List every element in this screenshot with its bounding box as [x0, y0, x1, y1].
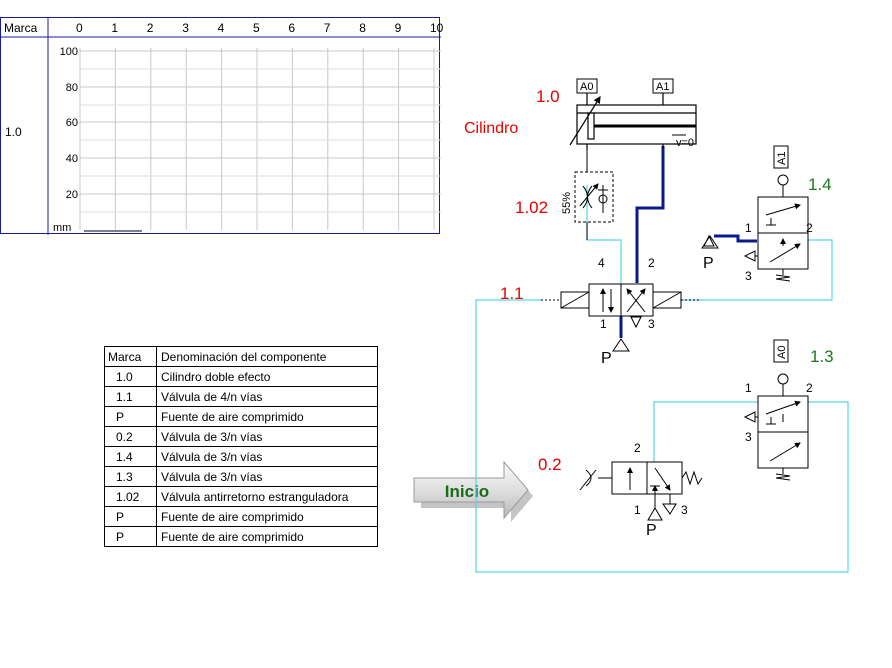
valve-02-port-3: 3	[681, 503, 688, 517]
component-name-cell: Fuente de aire comprimido	[156, 506, 378, 527]
column-header-mark: Marca	[104, 346, 157, 367]
x-tick-label: 10	[430, 21, 444, 35]
throttle-check-valve	[574, 150, 614, 240]
x-tick-label: 3	[182, 21, 189, 35]
component-name-cell: Válvula de 4/n vías	[156, 386, 378, 407]
roller-valve-1-4	[743, 174, 809, 282]
component-name-cell: Válvula de 3/n vías	[156, 466, 378, 487]
valve-14-port-3: 3	[745, 269, 752, 283]
start-button[interactable]: Inicio	[412, 460, 533, 524]
diagram-row-label: 1.0	[5, 125, 22, 139]
column-header-name: Denominación del componente	[156, 346, 378, 367]
valve-02-port-1: 1	[634, 503, 641, 517]
table-header-row: Marca Denominación del componente	[104, 346, 378, 367]
roller-valve-1-3	[743, 373, 809, 481]
start-button-label: Inicio	[444, 482, 490, 501]
sensor-a1-right: A1	[773, 145, 789, 169]
component-mark-cell: 1.3	[104, 466, 157, 487]
displacement-diagram: Marca 0 1 2 3 4 5 6 7 8 9 10 1.0 100 80 60 40 20 mm	[0, 17, 444, 235]
x-tick-label: 4	[218, 21, 225, 35]
pressure-label-main: P	[601, 350, 612, 367]
diagram-unit-label: mm	[53, 222, 71, 234]
component-mark-cell: P	[104, 506, 157, 527]
throttle-percent-label: 55%	[561, 192, 573, 214]
valve-13-port-1: 1	[745, 381, 752, 395]
valve-14-port-2: 2	[806, 221, 813, 235]
component-mark-cell: 0.2	[104, 426, 157, 447]
component-name-cell: Fuente de aire comprimido	[156, 406, 378, 427]
sensor-a1-top: A1	[652, 78, 674, 94]
cylinder-name-label: Cilindro	[464, 120, 518, 137]
valve-14-port-1: 1	[745, 221, 752, 235]
x-tick-label: 7	[324, 21, 331, 35]
diagram-grid: Marca 0 1 2 3 4 5 6 7 8 9 10 1.0 100 80 60 40 20 mm	[1, 18, 444, 235]
y-tick-label: 20	[66, 189, 78, 201]
component-mark-cell: 1.1	[104, 386, 157, 407]
velocity-label: v=0	[676, 137, 694, 149]
component-mark-cell: P	[104, 406, 157, 427]
x-tick-label: 6	[288, 21, 295, 35]
pressure-lines	[619, 146, 757, 338]
x-tick-label: 1	[111, 21, 118, 35]
diagram-header-label: Marca	[4, 21, 38, 35]
component-mark-cell: 1.0	[104, 366, 157, 387]
x-tick-label: 5	[253, 21, 260, 35]
valve-13-port-2: 2	[806, 381, 813, 395]
y-tick-label: 40	[66, 153, 78, 165]
valve-14-sensor-label: A1	[776, 152, 788, 165]
cylinder-id-label: 1.0	[536, 87, 560, 106]
sensor-a1-label: A1	[656, 81, 669, 93]
start-valve-0-2	[579, 461, 703, 521]
y-tick-label: 60	[66, 117, 78, 129]
sensor-a0-label: A0	[580, 81, 593, 93]
valve-13-port-3: 3	[745, 430, 752, 444]
valve-13-id-label: 1.3	[810, 347, 834, 366]
sensor-a0-top: A0	[576, 78, 598, 94]
main-valve-port-3: 3	[648, 317, 655, 331]
x-tick-label: 0	[76, 21, 83, 35]
component-name-cell: Fuente de aire comprimido	[156, 526, 378, 547]
main-valve-port-1: 1	[600, 317, 607, 331]
component-mark-cell: 1.02	[104, 486, 157, 507]
component-mark-cell: 1.4	[104, 446, 157, 467]
main-valve-port-2: 2	[648, 256, 655, 270]
component-name-cell: Cilindro doble efecto	[156, 366, 378, 387]
pressure-label-02: P	[646, 522, 657, 539]
component-name-cell: Válvula de 3/n vías	[156, 426, 378, 447]
valve-13-sensor-label: A0	[776, 346, 788, 359]
main-directional-valve	[541, 283, 700, 329]
component-name-cell: Válvula de 3/n vías	[156, 446, 378, 467]
x-tick-label: 8	[359, 21, 366, 35]
pressure-label-14: P	[703, 255, 714, 272]
x-tick-label: 9	[395, 21, 402, 35]
sensor-a0-right: A0	[773, 339, 789, 363]
y-tick-label: 80	[66, 82, 78, 94]
x-tick-label: 2	[147, 21, 154, 35]
valve-02-port-2: 2	[634, 441, 641, 455]
pressure-source-main	[612, 338, 630, 352]
component-mark-cell: P	[104, 526, 157, 547]
y-tick-label: 100	[60, 46, 78, 58]
component-name-cell: Válvula antirretorno estranguladora	[156, 486, 378, 507]
main-valve-port-4: 4	[598, 256, 605, 270]
valve-02-id-label: 0.2	[538, 455, 562, 474]
throttle-id-label: 1.02	[515, 198, 548, 217]
valve-14-id-label: 1.4	[808, 175, 832, 194]
pressure-source-14	[701, 234, 719, 249]
main-valve-id-label: 1.1	[500, 284, 524, 303]
double-acting-cylinder	[569, 93, 697, 150]
